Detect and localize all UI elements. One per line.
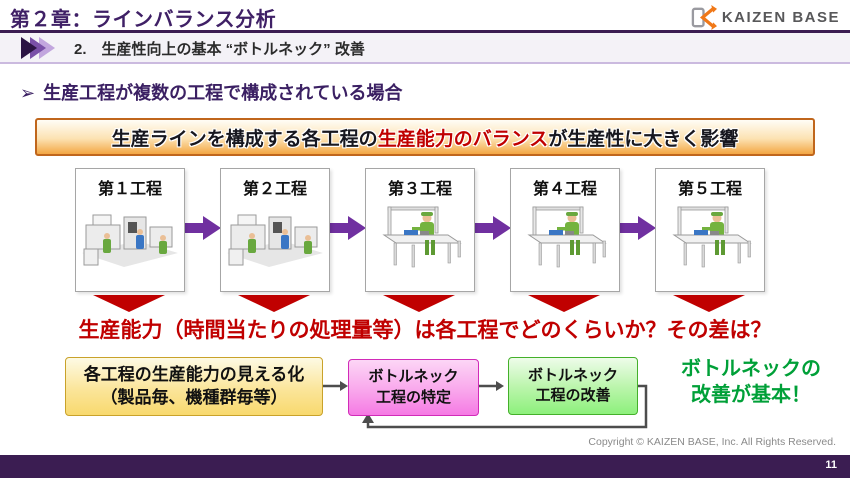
page-title: 第２章：ラインバランス分析	[10, 9, 277, 31]
assembly-bench-illustration	[660, 201, 760, 273]
assembly-bench-illustration	[370, 201, 470, 273]
identify-line1: ボトルネック	[368, 368, 459, 386]
note-line1: ボトルネックの	[681, 358, 821, 380]
visualize-capacity-box: 各工程の生産能力の見える化 （製品毎、機種群毎等）	[65, 357, 323, 416]
page-number: 11	[825, 459, 837, 471]
key-message-text: 生産ラインを構成する各工程の生産能力のバランスが生産性に大きく影響	[112, 124, 739, 151]
banner-prefix: 生産ラインを構成する各工程の	[111, 128, 378, 150]
machine-line-illustration	[225, 201, 325, 273]
assembly-bench-illustration	[515, 201, 615, 273]
identify-line2: 工程の特定	[375, 388, 451, 406]
process-box-2: 第２工程	[220, 168, 330, 292]
process-label: 第１工程	[97, 181, 162, 198]
process-box-4: 第４工程	[510, 168, 620, 292]
brand-logo: KAIZEN BASE	[690, 4, 840, 31]
process-label: 第５工程	[677, 181, 742, 198]
banner-suffix: が生産性に大きく影響	[548, 128, 739, 150]
triple-chevron-icon	[21, 37, 55, 59]
improve-bottleneck-box: ボトルネック 工程の改善	[508, 357, 638, 415]
red-down-arrow-icons	[93, 295, 745, 312]
banner-highlight: 生産能力のバランス	[377, 128, 549, 150]
visualize-line1: 各工程の生産能力の見える化	[83, 364, 305, 384]
improve-line1: ボトルネック	[527, 366, 618, 384]
bottleneck-note-text: ボトルネックの 改善が基本！	[655, 356, 847, 408]
lead-statement: ➢ 生産工程が複数の工程で構成されている場合	[20, 79, 403, 105]
title-divider	[0, 30, 850, 33]
kaizen-base-icon	[691, 4, 717, 31]
process-label: 第３工程	[387, 181, 452, 198]
improve-line2: 工程の改善	[535, 387, 611, 404]
brand-logo-text: KAIZEN BASE	[721, 9, 840, 26]
key-message-banner: 生産ラインを構成する各工程の生産能力のバランスが生産性に大きく影響	[35, 118, 815, 156]
note-line2: 改善が基本！	[691, 384, 811, 406]
copyright-text: Copyright © KAIZEN BASE, Inc. All Rights…	[588, 436, 836, 448]
machine-line-illustration	[80, 201, 180, 273]
process-box-1: 第１工程	[75, 168, 185, 292]
process-box-5: 第５工程	[655, 168, 765, 292]
lead-text: 生産工程が複数の工程で構成されている場合	[43, 83, 403, 103]
arrow-bullet-icon: ➢	[20, 83, 36, 103]
process-label: 第２工程	[242, 181, 307, 198]
identify-bottleneck-box: ボトルネック 工程の特定	[348, 359, 479, 416]
section-subheader: 2. 生産性向上の基本 “ボトルネック” 改善	[0, 33, 850, 64]
capacity-question-text: 生産能力（時間当たりの処理量等）は各工程でどのくらいか？その差は？	[78, 319, 772, 342]
process-label: 第４工程	[532, 181, 597, 198]
process-box-3: 第３工程	[365, 168, 475, 292]
footer-bar: 11	[0, 455, 850, 478]
subsection-title: 2. 生産性向上の基本 “ボトルネック” 改善	[74, 41, 365, 58]
visualize-line2: （製品毎、機種群毎等）	[100, 387, 288, 407]
